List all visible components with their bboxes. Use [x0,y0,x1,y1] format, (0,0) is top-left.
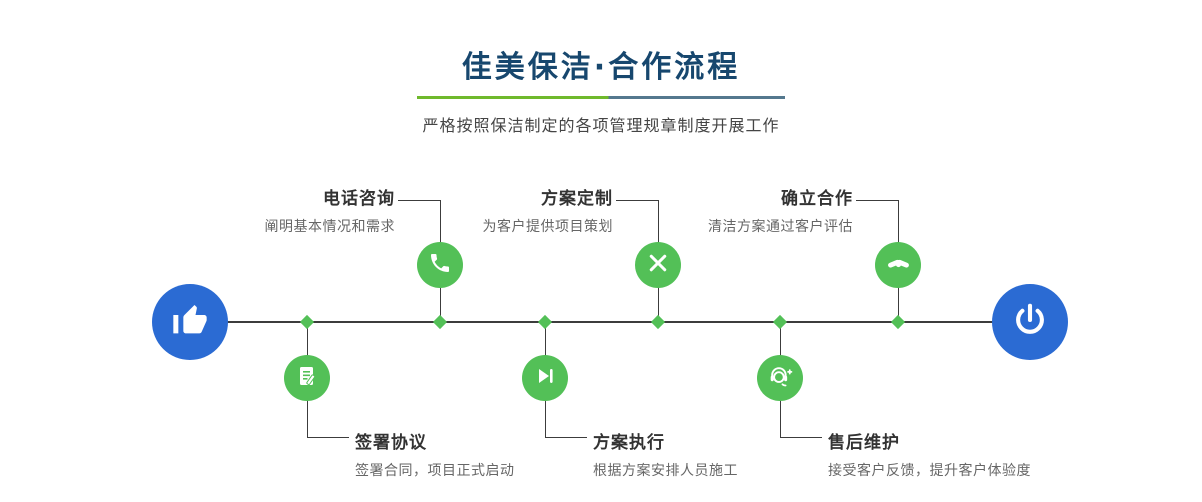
step-cooperation: 确立合作 清洁方案通过客户评估 [708,184,853,236]
junction-diamond [890,314,906,330]
connector [856,200,898,201]
step-node-phone [417,242,463,288]
step-desc: 签署合同，项目正式启动 [355,463,515,479]
play-execute-icon [533,364,557,392]
step-contract: 签署协议 签署合同，项目正式启动 [355,428,515,480]
timeline-end-node [992,284,1068,360]
connector [307,437,349,438]
step-title: 方案定制 [541,189,613,209]
connector [545,437,587,438]
step-title: 售后维护 [828,433,900,453]
step-support: 售后维护 接受客户反馈，提升客户体验度 [828,428,1031,480]
page-subtitle: 严格按照保洁制定的各项管理规章制度开展工作 [422,116,780,135]
timeline-line [190,321,1030,323]
step-desc: 根据方案安排人员施工 [593,463,738,479]
step-desc: 为客户提供项目策划 [482,219,613,235]
junction-diamond [772,314,788,330]
step-node-execution [522,355,568,401]
step-desc: 接受客户反馈，提升客户体验度 [828,463,1031,479]
step-desc: 阐明基本情况和需求 [264,219,395,235]
step-node-support [757,355,803,401]
headset-support-icon [767,363,793,393]
junction-diamond [432,314,448,330]
step-title: 方案执行 [593,433,665,453]
junction-diamond [650,314,666,330]
phone-icon [428,251,452,279]
hand-pointer-icon [170,300,210,344]
step-node-contract [284,355,330,401]
step-title: 电话咨询 [323,189,395,209]
step-node-cooperation [875,242,921,288]
connector [398,200,440,201]
junction-diamond [299,314,315,330]
step-phone: 电话咨询 阐明基本情况和需求 [265,184,396,236]
step-execution: 方案执行 根据方案安排人员施工 [593,428,738,480]
page-title: 佳美保洁·合作流程 [461,50,741,85]
step-node-design [635,242,681,288]
step-title: 确立合作 [781,189,853,209]
title-divider [417,96,785,99]
timeline-start-node [152,284,228,360]
pencil-ruler-icon [646,251,670,279]
connector [616,200,658,201]
step-design: 方案定制 为客户提供项目策划 [483,184,614,236]
step-title: 签署协议 [355,433,427,453]
junction-diamond [537,314,553,330]
step-desc: 清洁方案通过客户评估 [708,219,853,235]
handshake-icon [885,250,912,281]
power-icon [1011,301,1049,343]
contract-icon [295,364,319,392]
connector [780,437,822,438]
